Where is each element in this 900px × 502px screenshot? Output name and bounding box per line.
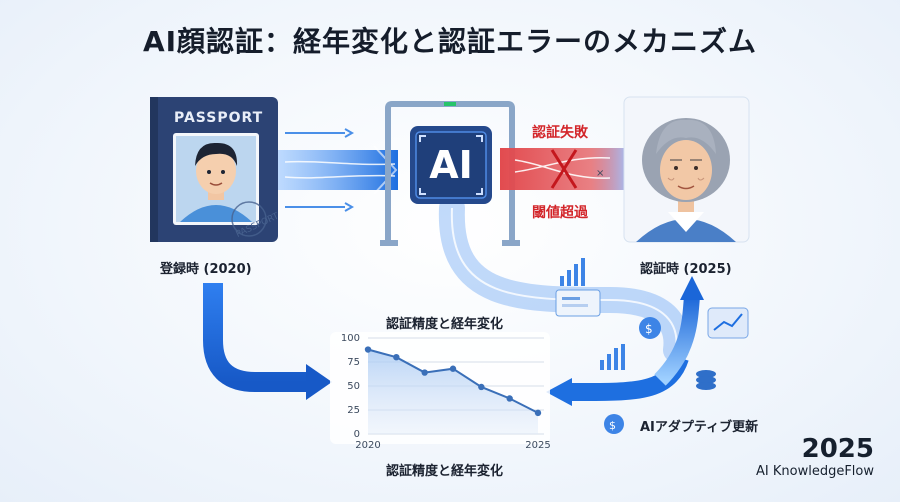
data-point bbox=[478, 383, 485, 391]
bar-chart-icon bbox=[560, 258, 585, 286]
y-tick-label: 50 bbox=[347, 381, 360, 392]
registration-to-chart-arrow-head bbox=[306, 364, 332, 400]
trend-card-icon bbox=[707, 307, 749, 339]
registration-caption: 登録時 (2020) bbox=[160, 262, 252, 277]
stamp-circle bbox=[231, 201, 267, 237]
y-tick-label: 75 bbox=[347, 357, 360, 368]
chart-top-caption: 認証精度と経年変化 bbox=[386, 317, 504, 332]
coin-icon: $ $ bbox=[604, 317, 661, 434]
passport-illustration bbox=[150, 97, 278, 242]
authentication-caption: 認証時 (2025) bbox=[640, 262, 732, 277]
young-man-portrait bbox=[176, 136, 256, 222]
update-up-arrow-head bbox=[680, 276, 704, 300]
ai-chip-module bbox=[410, 126, 492, 204]
data-point bbox=[421, 369, 428, 376]
input-flow-band bbox=[278, 150, 398, 190]
data-point bbox=[364, 346, 372, 353]
adaptive-update-caption: AIアダプティブ更新 bbox=[640, 420, 759, 435]
y-tick-label: 100 bbox=[341, 333, 360, 344]
svg-text:$: $ bbox=[645, 322, 653, 336]
failure-cross-icon bbox=[550, 149, 578, 189]
svg-text:×: × bbox=[596, 168, 604, 179]
data-point bbox=[449, 365, 457, 372]
coin-stack-icon bbox=[696, 370, 716, 390]
threshold-exceeded-label: 閾値超過 bbox=[532, 205, 588, 221]
brand-name: AI KnowledgeFlow bbox=[756, 464, 874, 479]
inbound-data-arrows bbox=[285, 128, 355, 212]
svg-text:$: $ bbox=[609, 419, 616, 432]
id-card-icon bbox=[555, 289, 601, 317]
y-tick-label: 25 bbox=[347, 405, 360, 416]
bar-chart-icon-2 bbox=[600, 344, 625, 370]
ai-gate-frame bbox=[380, 101, 520, 246]
y-tick-label: 0 bbox=[354, 429, 360, 440]
x-tick-label-end: 2025 bbox=[525, 440, 550, 451]
page-title: AI顔認証：経年変化と認証エラーのメカニズム bbox=[142, 25, 758, 58]
passport-label: PASSPORT bbox=[174, 110, 264, 126]
ai-module-label: AI bbox=[429, 143, 473, 187]
data-point bbox=[393, 354, 400, 361]
return-arrow-head bbox=[546, 378, 572, 406]
x-tick-label-start: 2020 bbox=[355, 440, 380, 451]
data-point bbox=[506, 395, 513, 402]
accuracy-area bbox=[368, 349, 538, 434]
elderly-portrait-card bbox=[623, 96, 750, 243]
data-point bbox=[534, 409, 542, 417]
brand-year: 2025 bbox=[801, 434, 874, 464]
auth-fail-label: 認証失敗 bbox=[532, 125, 588, 141]
chart-title: 認証精度と経年変化 bbox=[386, 464, 504, 479]
